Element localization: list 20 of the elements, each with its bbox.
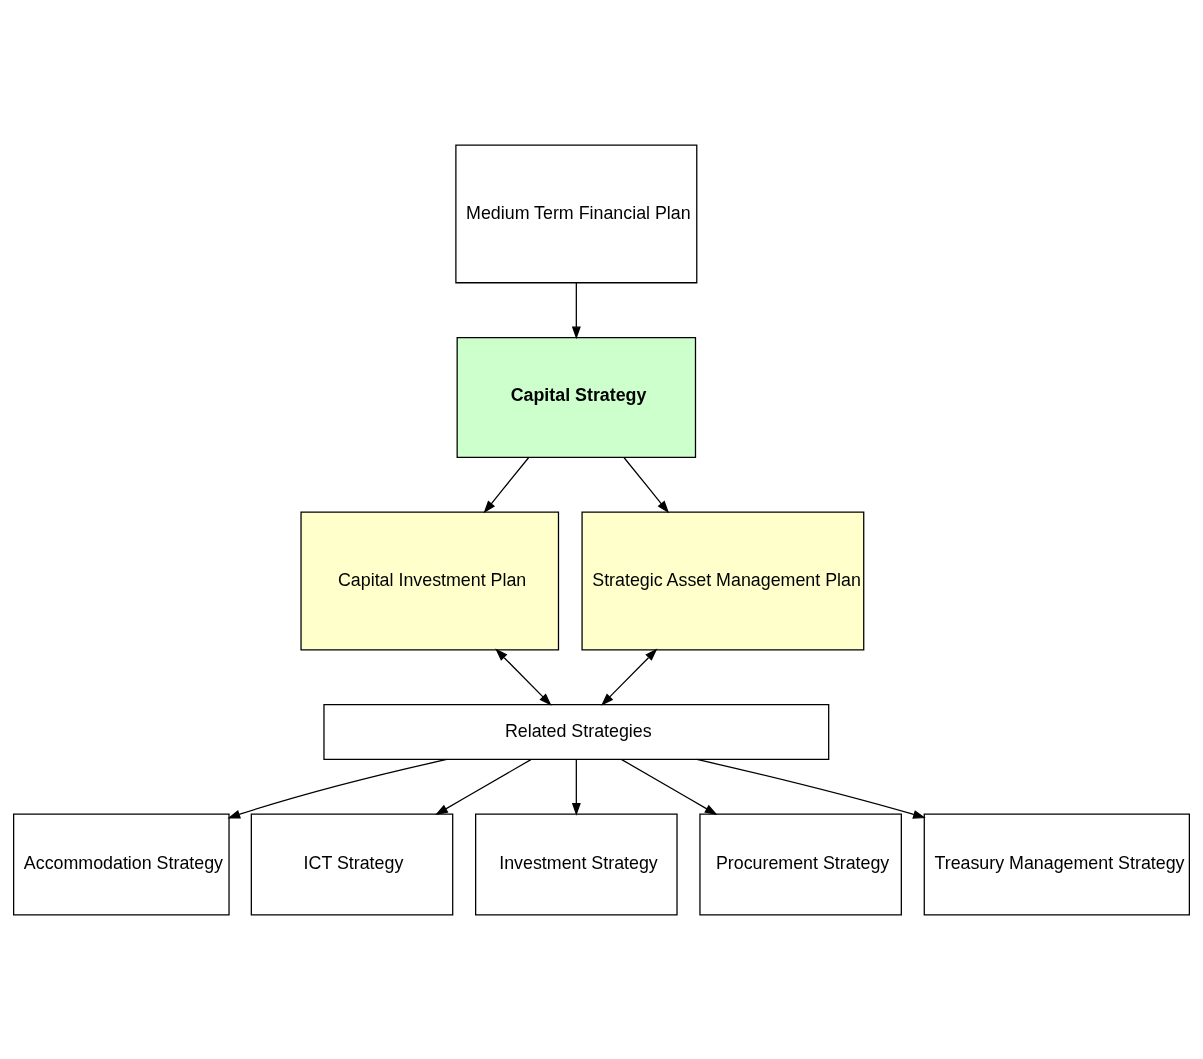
node-box: Procurement Strategy [699,813,902,916]
node-box: Accommodation Strategy [13,813,230,916]
node-box: Capital Strategy [456,336,697,458]
node-box: ICT Strategy [250,813,454,916]
node-box: Capital Investment Plan [300,511,560,650]
node-box: Medium Term Financial Plan [455,143,698,283]
arrow [601,648,658,706]
node-box: Treasury Management Strategy [923,813,1190,916]
arrow [483,456,530,513]
arrow [435,758,532,815]
arrow [621,758,718,815]
arrow [623,456,670,513]
arrow [571,281,581,339]
node-box: Related Strategies [323,703,830,760]
node-box: Strategic Asset Management Plan [581,511,865,650]
arrow [227,758,448,819]
arrow [696,758,926,819]
arrow [571,758,581,816]
node-box: Investment Strategy [475,813,678,916]
arrow [495,648,552,706]
